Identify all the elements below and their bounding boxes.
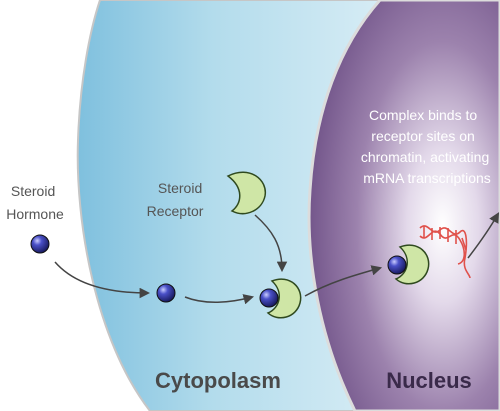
hormone-receptor-complex-icon <box>259 278 302 319</box>
nucleus-region <box>307 0 500 411</box>
nuclear-complex-icon <box>387 244 430 285</box>
arrow-hormone-to-cell <box>54 261 151 299</box>
nucleus-title: Nucleus <box>386 368 472 393</box>
arrow-hormone-to-complex <box>184 294 255 305</box>
steroid-hormone-entering-icon <box>156 283 176 303</box>
arrow-receptor-to-complex <box>254 214 288 273</box>
steroid-hormone-label: Steroid Hormone <box>6 183 64 222</box>
mrna-helix-icon <box>419 225 471 279</box>
arrow-transcription-out <box>467 212 500 259</box>
cytoplasm-region <box>76 0 381 411</box>
steroid-hormone-icon <box>30 234 50 254</box>
nucleus-note: Complex binds to receptor sites on chrom… <box>361 107 493 186</box>
arrow-complex-to-nucleus <box>304 265 383 297</box>
steroid-receptor-icon <box>226 171 266 215</box>
cytoplasm-title: Cytopolasm <box>155 368 281 393</box>
steroid-receptor-label: Steroid Receptor <box>147 180 207 219</box>
